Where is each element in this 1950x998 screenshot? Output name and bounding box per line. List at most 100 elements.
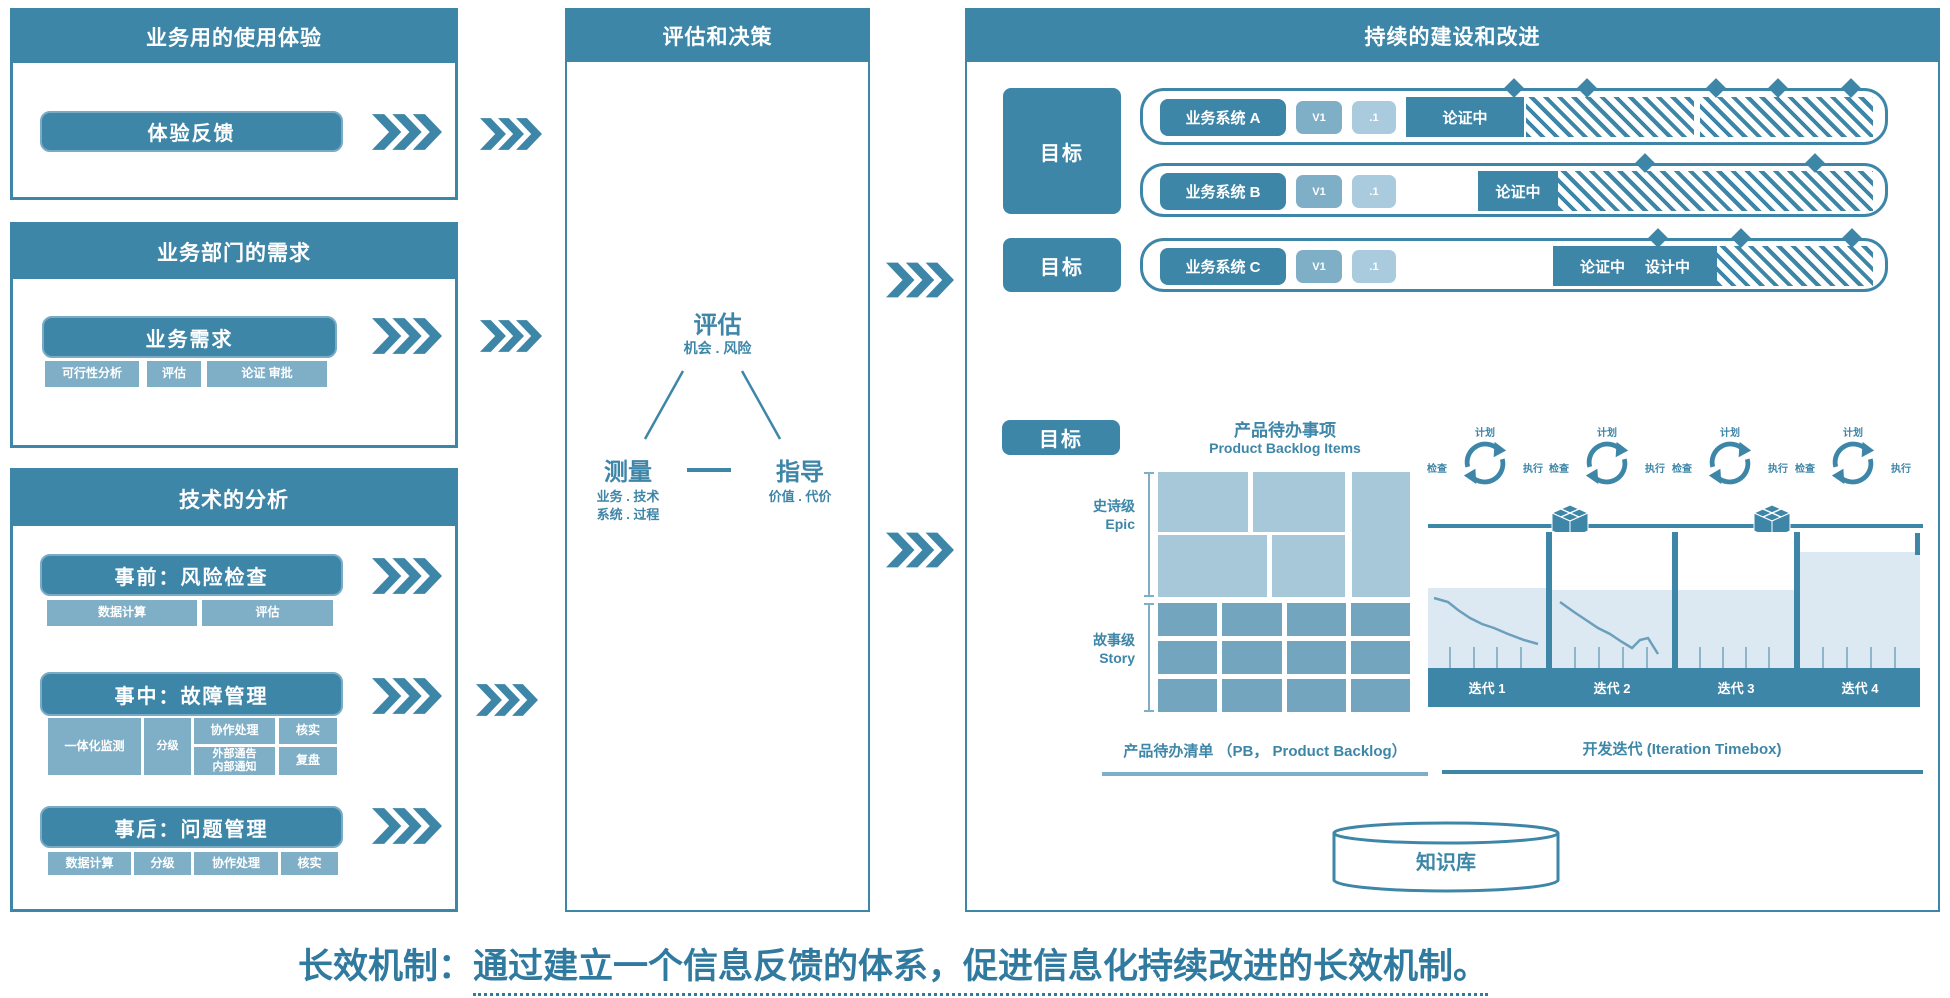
chevron-arrows-icon	[480, 316, 542, 361]
post-chip-data-calc: 数据计算	[48, 852, 131, 875]
chevron-arrows-icon	[886, 528, 954, 577]
during-cell-monitor: 一体化监测	[48, 718, 141, 775]
demand-chip-assess: 评估	[147, 361, 201, 387]
pre-risk-button: 事前：风险检查	[40, 554, 343, 596]
burndown-line	[1433, 596, 1539, 646]
system-b-minor-chip: .1	[1352, 175, 1396, 208]
measure-label: 测量	[604, 459, 652, 486]
epic-item	[1272, 535, 1345, 597]
chevron-arrows-icon	[372, 676, 442, 721]
story-item	[1158, 641, 1218, 674]
goal-box-3: 目标	[1002, 420, 1120, 455]
knowledge-base-label: 知识库	[1416, 852, 1476, 874]
post-chip-grade: 分级	[134, 852, 191, 875]
epic-bracket	[1144, 472, 1154, 597]
system-b-version-chip: V1	[1296, 175, 1342, 208]
chevron-arrows-icon	[480, 114, 542, 159]
system-b-status: 论证中	[1478, 171, 1558, 211]
chevron-arrows-icon	[886, 258, 954, 307]
experience-panel-title: 业务用的使用体验	[13, 11, 455, 63]
system-b-button: 业务系统 B	[1160, 173, 1286, 210]
system-c-progress-hatch	[1717, 246, 1873, 286]
system-c-button: 业务系统 C	[1160, 248, 1286, 285]
evaluation-panel-title: 评估和决策	[567, 10, 868, 62]
post-chip-collaborate: 协作处理	[194, 852, 278, 875]
footer-caption: 长效机制： 通过建立一个信息反馈的体系，促进信息化持续改进的长效机制。	[298, 938, 1489, 996]
pdca-cycle-icon: 计划 检查 执行	[1427, 424, 1543, 512]
pdca-cycle-icon: 计划 检查 执行	[1795, 424, 1911, 512]
goal-box-2: 目标	[1003, 238, 1121, 292]
story-item	[1222, 679, 1282, 712]
story-bracket	[1144, 603, 1154, 712]
post-chip-verify: 核实	[281, 852, 338, 875]
epic-item	[1253, 472, 1345, 532]
iteration-caption: 开发迭代 (Iteration Timebox)	[1582, 741, 1782, 758]
demand-chip-feasibility: 可行性分析	[45, 361, 139, 387]
story-item	[1222, 641, 1282, 674]
story-item	[1222, 603, 1282, 636]
post-problem-button: 事后：问题管理	[40, 806, 343, 848]
iteration-fill	[1800, 552, 1920, 668]
system-a-status: 论证中	[1406, 97, 1524, 137]
during-cell-review: 复盘	[279, 747, 337, 775]
knowledge-base-cylinder-icon	[1332, 821, 1560, 893]
epic-label-cn: 史诗级	[1093, 498, 1135, 514]
during-fault-button: 事中：故障管理	[40, 672, 343, 716]
backlog-caption: 产品待办清单 （PB， Product Backlog）	[1123, 743, 1407, 760]
improvement-panel-title: 持续的建设和改进	[967, 10, 1938, 62]
system-c-status: 论证中 设计中	[1553, 246, 1717, 286]
goal-box-1: 目标	[1003, 88, 1121, 214]
backlog-title: 产品待办事项	[1234, 421, 1336, 440]
iteration-fill	[1552, 590, 1672, 668]
story-item	[1286, 603, 1346, 636]
during-cell-verify: 核实	[279, 718, 337, 744]
story-item	[1286, 641, 1346, 674]
system-c-version-chip: V1	[1296, 250, 1342, 283]
demand-button: 业务需求	[42, 316, 337, 358]
experience-panel: 业务用的使用体验	[10, 8, 458, 200]
system-a-progress-hatch	[1526, 97, 1694, 137]
feedback-button: 体验反馈	[40, 111, 343, 152]
system-c-minor-chip: .1	[1352, 250, 1396, 283]
backlog-subtitle: Product Backlog Items	[1209, 440, 1361, 456]
backlog-underline	[1102, 772, 1428, 776]
iteration-separator	[1794, 532, 1800, 707]
measure-guide-connector	[687, 468, 731, 472]
system-b-progress-hatch	[1558, 171, 1873, 211]
system-a-progress-hatch	[1700, 97, 1873, 137]
story-grid	[1158, 603, 1410, 712]
pdca-cycle-icon: 计划 检查 执行	[1549, 424, 1665, 512]
demand-panel-title: 业务部门的需求	[13, 225, 455, 279]
system-a-minor-chip: .1	[1352, 101, 1396, 134]
assess-sub: 机会 . 风险	[683, 340, 752, 356]
during-cell-collaborate: 协作处理	[194, 718, 275, 744]
iteration-separator	[1546, 532, 1552, 707]
epic-item	[1158, 472, 1248, 532]
chevron-arrows-icon	[372, 112, 442, 157]
iteration-footer: 迭代 3	[1678, 668, 1794, 707]
chevron-arrows-icon	[372, 556, 442, 601]
during-cell-grade: 分级	[144, 718, 191, 775]
iteration-fill	[1678, 590, 1794, 668]
assess-label: 评估	[693, 312, 742, 339]
demand-chip-approve: 论证 审批	[207, 361, 327, 387]
story-item	[1286, 679, 1346, 712]
iteration-end-bar	[1915, 533, 1920, 555]
footer-text: 通过建立一个信息反馈的体系，促进信息化持续改进的长效机制。	[473, 938, 1489, 996]
story-item	[1158, 679, 1218, 712]
iteration-underline	[1442, 770, 1923, 774]
pre-chip-data-calc: 数据计算	[47, 600, 197, 626]
iteration-panel-2: 迭代 2	[1552, 532, 1672, 707]
story-label-en: Story	[1099, 650, 1135, 666]
iteration-panel-4: 迭代 4	[1800, 532, 1920, 707]
story-item	[1350, 603, 1410, 636]
iteration-footer: 迭代 1	[1428, 668, 1546, 707]
pre-chip-assess: 评估	[202, 600, 333, 626]
burndown-line	[1559, 600, 1660, 655]
tech-panel-title: 技术的分析	[13, 471, 455, 526]
story-item	[1350, 679, 1410, 712]
system-a-button: 业务系统 A	[1160, 99, 1286, 136]
epic-item	[1158, 535, 1267, 597]
epic-item	[1352, 472, 1410, 597]
iteration-footer: 迭代 2	[1552, 668, 1672, 707]
